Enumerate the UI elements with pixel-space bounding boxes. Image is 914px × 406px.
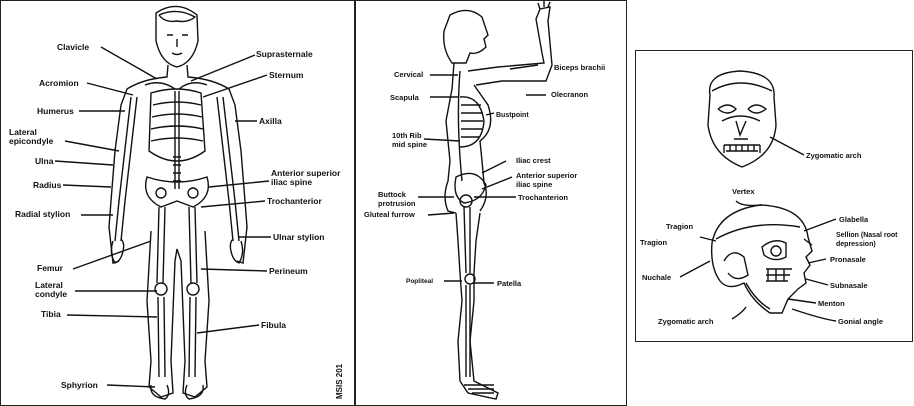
side-view-panel: Cervical Biceps brachii Scapula Olecrano… [355,0,627,406]
label-perineum: Perineum [269,267,308,276]
label-biceps-brachii: Biceps brachii [554,63,605,72]
label-trochanterion: Trochanterion [518,193,568,202]
label-zygomatic-arch-bottom: Zygomatic arch [658,317,713,326]
label-sphyrion: Sphyrion [61,381,98,390]
label-tragion-1: Tragion [666,222,693,231]
front-view-panel: Clavicle Suprasternale Acromion Sternum … [0,0,355,406]
label-lateral-condyle: Lateral condyle [35,281,67,299]
label-glabella: Glabella [839,215,868,224]
label-acromion: Acromion [39,79,79,88]
label-menton: Menton [818,299,845,308]
label-clavicle: Clavicle [57,43,89,52]
label-subnasale: Subnasale [830,281,868,290]
label-gonial-angle: Gonial angle [838,317,883,326]
label-humerus: Humerus [37,107,74,116]
head-skull-drawing [636,51,912,341]
label-lateral-epicondyle: Lateral epicondyle [9,128,53,146]
label-radial-stylion: Radial stylion [15,210,70,219]
figure-code: MSIS 201 [335,364,344,399]
label-femur: Femur [37,264,63,273]
label-patella: Patella [497,279,521,288]
label-axilla: Axilla [259,117,282,126]
label-ulnar-stylion: Ulnar stylion [273,233,324,242]
label-gluteal-furrow: Gluteal furrow [364,210,415,219]
label-sellion: Sellion (Nasal root depression) [836,231,897,249]
label-radius: Radius [33,181,61,190]
label-tibia: Tibia [41,310,61,319]
label-ulna: Ulna [35,157,53,166]
label-anterior-superior-iliac-spine-side: Anterior superior iliac spine [516,171,577,189]
label-iliac-crest: Iliac crest [516,156,551,165]
label-pronasale: Pronasale [830,255,866,264]
label-olecranon: Olecranon [551,90,588,99]
label-trochanterior: Trochanterior [267,197,322,206]
label-vertex: Vertex [732,187,755,196]
label-cervical: Cervical [394,70,423,79]
label-anterior-superior-iliac-spine: Anterior superior iliac spine [271,169,340,187]
label-zygomatic-arch-top: Zygomatic arch [806,151,861,160]
label-popliteal: Popliteal [406,277,433,286]
label-fibula: Fibula [261,321,286,330]
label-buttock-protrusion: Buttock protrusion [378,190,416,208]
label-bustpoint: Bustpoint [496,111,529,120]
label-nuchale: Nuchale [642,273,671,282]
label-scapula: Scapula [390,93,419,102]
label-10th-rib-mid-spine: 10th Rib mid spine [392,131,427,149]
label-sternum: Sternum [269,71,303,80]
head-view-panel: Zygomatic arch Vertex Tragion Glabella T… [635,50,913,342]
label-tragion-2: Tragion [640,238,667,247]
label-suprasternale: Suprasternale [256,50,313,59]
